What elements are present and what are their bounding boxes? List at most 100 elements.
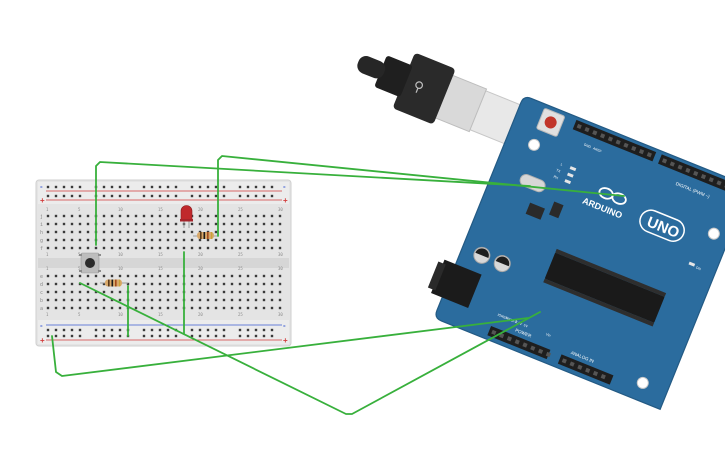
breadboard-hole[interactable] (222, 274, 226, 278)
breadboard-hole[interactable] (110, 214, 114, 218)
breadboard-hole[interactable] (110, 185, 114, 189)
breadboard-hole[interactable] (54, 334, 58, 338)
breadboard-hole[interactable] (262, 328, 266, 332)
breadboard-hole[interactable] (86, 214, 90, 218)
breadboard-hole[interactable] (46, 334, 50, 338)
breadboard-hole[interactable] (174, 290, 178, 294)
breadboard-hole[interactable] (182, 230, 186, 234)
breadboard-hole[interactable] (190, 238, 194, 242)
breadboard-hole[interactable] (126, 194, 130, 198)
breadboard-hole[interactable] (158, 298, 162, 302)
breadboard-hole[interactable] (110, 328, 114, 332)
breadboard-hole[interactable] (86, 246, 90, 250)
header-pin[interactable] (584, 126, 590, 133)
breadboard-hole[interactable] (158, 246, 162, 250)
header-pin[interactable] (669, 161, 675, 167)
breadboard-hole[interactable] (126, 185, 130, 189)
breadboard-hole[interactable] (110, 298, 114, 302)
breadboard-hole[interactable] (158, 238, 162, 242)
breadboard-hole[interactable] (70, 290, 74, 294)
breadboard-hole[interactable] (222, 306, 226, 310)
breadboard-hole[interactable] (86, 306, 90, 310)
breadboard-hole[interactable] (198, 274, 202, 278)
breadboard-hole[interactable] (126, 238, 130, 242)
breadboard-hole[interactable] (150, 334, 154, 338)
breadboard-hole[interactable] (158, 274, 162, 278)
breadboard-hole[interactable] (78, 298, 82, 302)
breadboard-hole[interactable] (246, 214, 250, 218)
breadboard-hole[interactable] (238, 230, 242, 234)
arduino-uno[interactable]: ⚲ DIGITAL (PWM ~) AREF GND L TX (280, 33, 725, 411)
breadboard-hole[interactable] (110, 334, 114, 338)
breadboard-hole[interactable] (214, 306, 218, 310)
breadboard-hole[interactable] (102, 306, 106, 310)
breadboard-hole[interactable] (110, 246, 114, 250)
breadboard-hole[interactable] (150, 306, 154, 310)
breadboard-hole[interactable] (206, 290, 210, 294)
breadboard-hole[interactable] (246, 328, 250, 332)
header-pin[interactable] (607, 136, 613, 142)
breadboard-hole[interactable] (78, 222, 82, 226)
breadboard-hole[interactable] (166, 334, 170, 338)
breadboard-hole[interactable] (270, 194, 274, 198)
breadboard-hole[interactable] (142, 298, 146, 302)
breadboard-hole[interactable] (62, 230, 66, 234)
breadboard-hole[interactable] (262, 298, 266, 302)
breadboard-hole[interactable] (230, 306, 234, 310)
breadboard-hole[interactable] (158, 230, 162, 234)
breadboard-hole[interactable] (166, 214, 170, 218)
breadboard-hole[interactable] (230, 230, 234, 234)
breadboard-hole[interactable] (262, 238, 266, 242)
resistor-bottom[interactable] (100, 279, 128, 287)
breadboard-hole[interactable] (118, 230, 122, 234)
breadboard-hole[interactable] (238, 274, 242, 278)
breadboard-hole[interactable] (246, 222, 250, 226)
breadboard-hole[interactable] (142, 238, 146, 242)
breadboard-hole[interactable] (198, 306, 202, 310)
resistor-top[interactable] (193, 232, 218, 239)
header-pin[interactable] (615, 139, 621, 145)
breadboard-hole[interactable] (246, 290, 250, 294)
breadboard-hole[interactable] (206, 238, 210, 242)
breadboard-hole[interactable] (102, 238, 106, 242)
breadboard-hole[interactable] (54, 246, 58, 250)
breadboard-hole[interactable] (102, 185, 106, 189)
breadboard-hole[interactable] (206, 282, 210, 286)
breadboard-hole[interactable] (158, 290, 162, 294)
breadboard-hole[interactable] (278, 290, 282, 294)
breadboard-hole[interactable] (46, 194, 50, 198)
breadboard-hole[interactable] (174, 185, 178, 189)
breadboard-hole[interactable] (118, 334, 122, 338)
breadboard-hole[interactable] (54, 194, 58, 198)
breadboard-hole[interactable] (182, 238, 186, 242)
breadboard-hole[interactable] (222, 282, 226, 286)
breadboard-hole[interactable] (206, 194, 210, 198)
breadboard-hole[interactable] (126, 282, 130, 286)
breadboard-hole[interactable] (78, 230, 82, 234)
breadboard-hole[interactable] (126, 214, 130, 218)
header-pin[interactable] (585, 367, 591, 373)
breadboard-hole[interactable] (190, 230, 194, 234)
breadboard-hole[interactable] (78, 328, 82, 332)
breadboard-hole[interactable] (102, 194, 106, 198)
breadboard-hole[interactable] (270, 306, 274, 310)
breadboard-hole[interactable] (62, 238, 66, 242)
breadboard-hole[interactable] (190, 298, 194, 302)
breadboard-holes[interactable] (46, 185, 282, 338)
breadboard-hole[interactable] (134, 230, 138, 234)
breadboard-hole[interactable] (166, 290, 170, 294)
header-pin[interactable] (592, 130, 598, 136)
breadboard-hole[interactable] (62, 306, 66, 310)
breadboard-hole[interactable] (118, 238, 122, 242)
breadboard-hole[interactable] (214, 230, 218, 234)
breadboard-hole[interactable] (142, 328, 146, 332)
breadboard-hole[interactable] (174, 306, 178, 310)
breadboard-hole[interactable] (134, 238, 138, 242)
breadboard-hole[interactable] (174, 230, 178, 234)
breadboard-hole[interactable] (54, 298, 58, 302)
breadboard-hole[interactable] (198, 238, 202, 242)
breadboard-hole[interactable] (246, 298, 250, 302)
breadboard-hole[interactable] (198, 222, 202, 226)
breadboard-hole[interactable] (150, 274, 154, 278)
header-pin[interactable] (638, 149, 645, 155)
